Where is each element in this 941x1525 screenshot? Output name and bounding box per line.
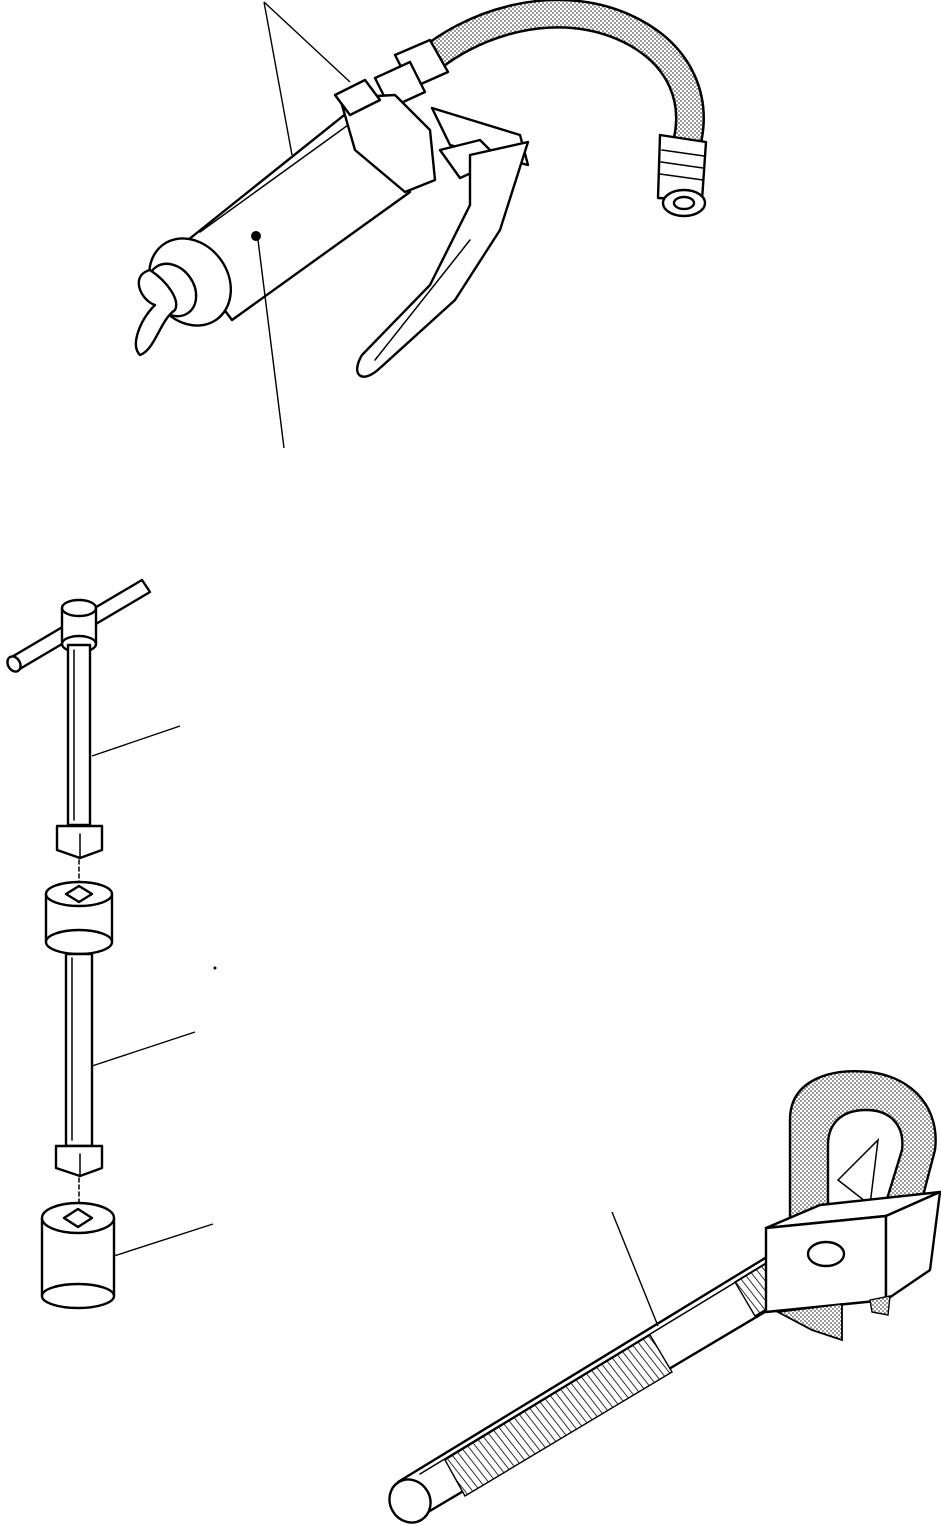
grease-gun-end-cap [134, 237, 233, 357]
adapter-collar [44, 880, 114, 956]
grease-gun-icon [134, 0, 708, 449]
stirrup-strap [788, 1070, 937, 1230]
clamp-block [764, 1190, 941, 1342]
t-handle-puller-icon [6, 578, 217, 1310]
lower-shaft [64, 952, 94, 1148]
lower-square-end [54, 1144, 104, 1178]
threaded-bar-stirrup-icon [388, 1070, 941, 1524]
puller-leaders [91, 725, 214, 1257]
grease-gun-lever [356, 140, 530, 378]
bar-leader [611, 1211, 659, 1327]
grease-gun-leaders [257, 1, 351, 449]
bottom-bushing [40, 1201, 116, 1310]
bar-end [388, 1478, 432, 1524]
hose-coupler [656, 133, 708, 218]
upper-shaft [66, 643, 92, 827]
